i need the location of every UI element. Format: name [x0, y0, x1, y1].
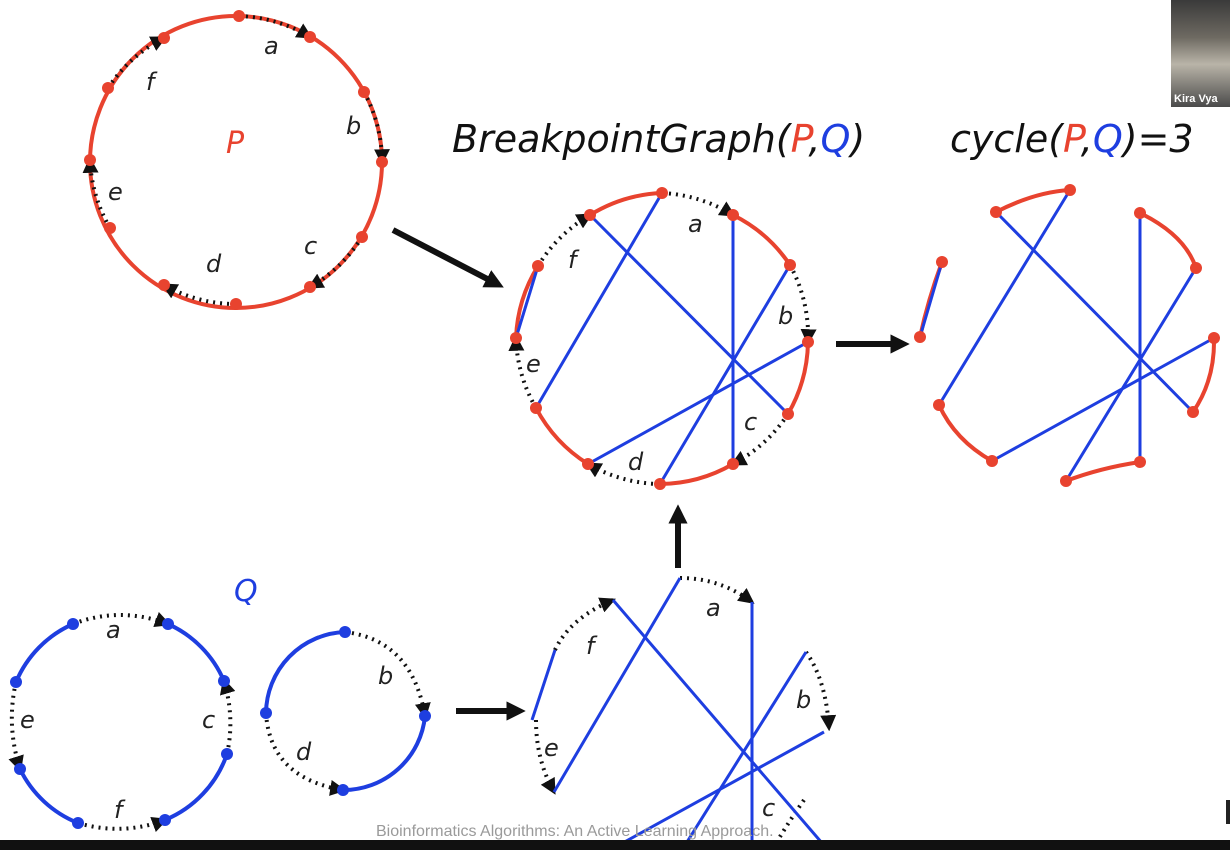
edge-label-b: b — [346, 112, 362, 140]
edge-label-e: e — [20, 706, 35, 734]
edge-label-c: c — [304, 232, 318, 260]
cycles-graph — [914, 184, 1220, 487]
breakpoint-graph-title: BreakpointGraph(P,Q) — [452, 117, 865, 161]
edge-label-f: f — [568, 246, 577, 274]
edge-label-f: f — [146, 68, 155, 96]
edge-label-a: a — [688, 210, 703, 238]
genome-q-circle-2 — [260, 626, 431, 796]
cycle-q: Q — [1092, 117, 1123, 161]
q-adjacency-graph — [530, 576, 837, 850]
title-q: Q — [820, 117, 851, 161]
genome-q-circle-1 — [8, 612, 236, 832]
edge-label-b: b — [378, 662, 394, 690]
participant-name: Kira Vya — [1174, 93, 1218, 105]
cycle-p: P — [1063, 117, 1081, 161]
title-comma: , — [808, 117, 821, 161]
edge-label-b: b — [796, 686, 812, 714]
edge-label-f: f — [114, 796, 123, 824]
edge-label-f: f — [586, 632, 595, 660]
edge-label-c: c — [744, 408, 758, 436]
title-suffix: ) — [850, 117, 866, 161]
edge-label-e: e — [544, 734, 559, 762]
cycle-suffix: )=3 — [1122, 117, 1194, 161]
genome-p-circle — [82, 10, 390, 310]
cycle-comma: , — [1080, 117, 1093, 161]
edge-label-b: b — [778, 302, 794, 330]
edge-label-e: e — [526, 350, 541, 378]
genome-q-label: Q — [234, 574, 258, 609]
flow-arrows — [391, 227, 910, 721]
edge-label-a: a — [706, 594, 721, 622]
title-p: P — [790, 117, 809, 161]
title-prefix: BreakpointGraph( — [452, 117, 791, 161]
breakpoint-graph — [508, 187, 817, 490]
cycle-prefix: cycle( — [950, 117, 1064, 161]
edge-label-d: d — [206, 250, 222, 278]
edge-label-d: d — [296, 738, 312, 766]
webcam-thumbnail[interactable]: Kira Vya — [1171, 0, 1230, 107]
genome-p-label: P — [226, 126, 245, 161]
edge-label-c: c — [762, 794, 776, 822]
footer-caption: Bioinformatics Algorithms: An Active Lea… — [376, 823, 774, 840]
edge-label-d: d — [628, 448, 644, 476]
edge-label-e: e — [108, 178, 123, 206]
edge-label-a: a — [106, 616, 121, 644]
cycle-count-title: cycle(P,Q)=3 — [950, 117, 1194, 161]
edge-label-a: a — [264, 32, 279, 60]
footer-bar — [0, 840, 1230, 850]
scrollbar-thumb[interactable] — [1226, 800, 1230, 824]
edge-label-c: c — [202, 706, 216, 734]
